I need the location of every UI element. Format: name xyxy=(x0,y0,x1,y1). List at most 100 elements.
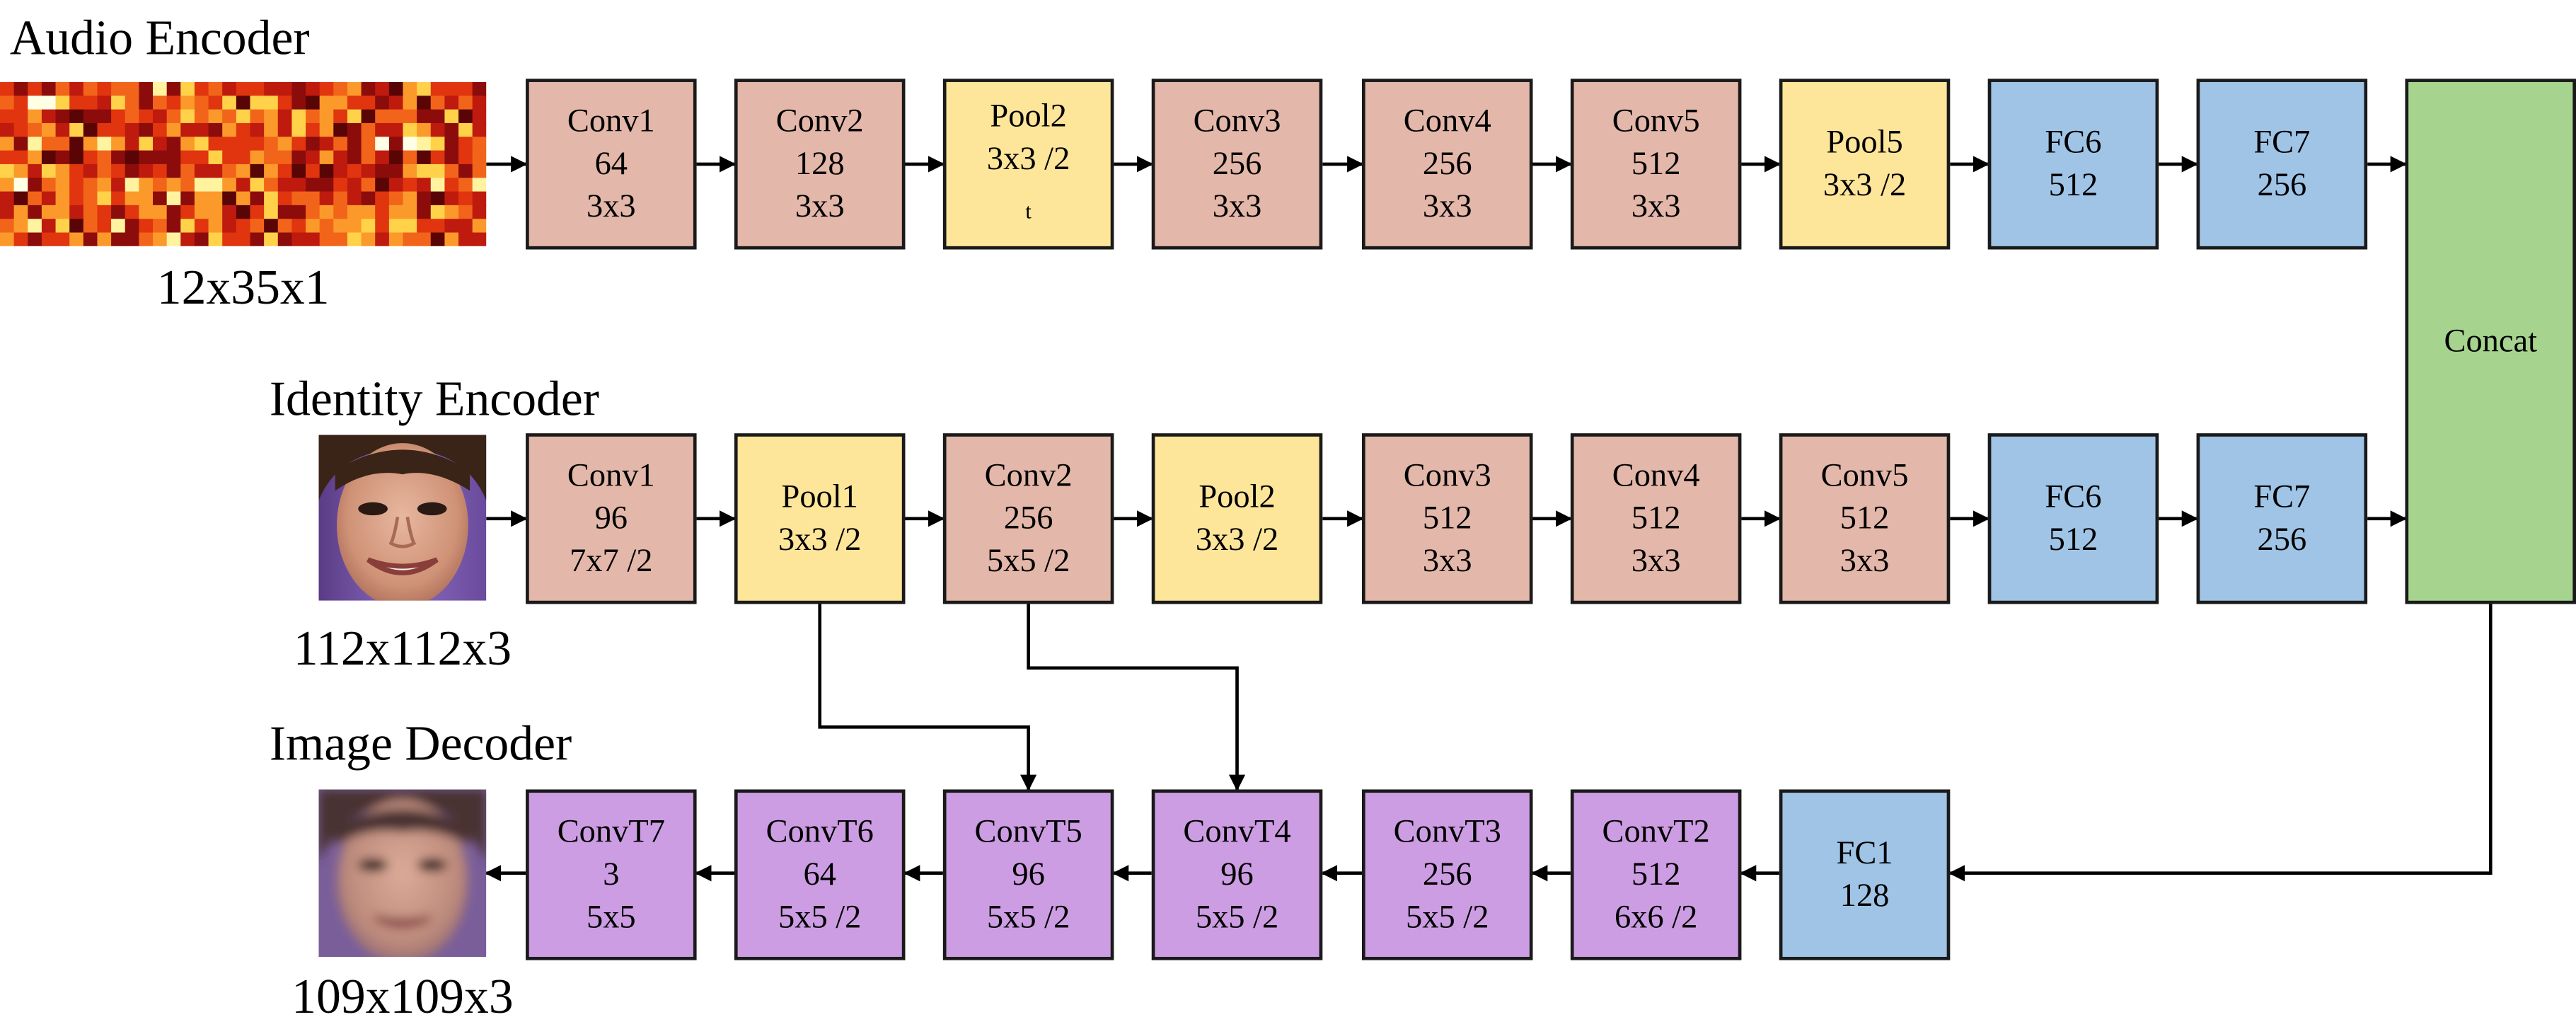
identity-encoder-title: Identity Encoder xyxy=(269,372,600,427)
spectrogram-cell xyxy=(125,150,140,166)
spectrogram-cell xyxy=(306,150,321,166)
spectrogram-cell xyxy=(277,219,293,234)
identity-conv5-filters: 512 xyxy=(1839,500,1890,537)
spectrogram-cell xyxy=(55,191,71,207)
spectrogram-cell xyxy=(472,150,487,166)
spectrogram-cell xyxy=(472,232,487,246)
spectrogram-cell xyxy=(333,137,349,151)
audio-conv2-filters: 128 xyxy=(795,146,845,183)
spectrogram-cell xyxy=(208,191,224,207)
spectrogram-cell xyxy=(319,81,335,97)
spectrogram-cell xyxy=(194,232,209,246)
spectrogram-cell xyxy=(139,122,154,138)
spectrogram-cell xyxy=(83,191,98,207)
spectrogram-cell xyxy=(28,150,43,166)
spectrogram-cell xyxy=(375,137,391,151)
output-dimensions: 109x109x3 xyxy=(291,970,514,1025)
spectrogram-cell xyxy=(264,205,279,220)
audio-fc6-name: FC6 xyxy=(2045,125,2102,161)
spectrogram-cell xyxy=(13,137,29,151)
spectrogram-cell xyxy=(375,205,391,220)
spectrogram-cell xyxy=(430,163,446,179)
identity-pool2-name: Pool2 xyxy=(1199,479,1276,516)
decoder-convt7-block: ConvT7 3 5x5 xyxy=(526,789,697,960)
spectrogram-cell xyxy=(125,178,140,193)
arrow-skip-pool1-to-convt5 xyxy=(818,604,1037,791)
identity-face-image xyxy=(318,435,487,601)
identity-pool2-block: Pool2 3x3 /2 xyxy=(1151,433,1323,604)
spectrogram-cell xyxy=(180,232,196,246)
spectrogram-cell xyxy=(291,81,307,97)
identity-pool1-name: Pool1 xyxy=(781,479,858,516)
spectrogram-cell xyxy=(69,122,85,138)
spectrogram-cell xyxy=(291,96,307,110)
spectrogram-cell xyxy=(83,178,98,193)
spectrogram-cell xyxy=(208,163,224,179)
spectrogram-cell xyxy=(306,191,321,207)
audio-conv1-block: Conv1 64 3x3 xyxy=(526,79,697,250)
spectrogram-cell xyxy=(361,137,376,151)
spectrogram-cell xyxy=(444,163,460,179)
spectrogram-cell xyxy=(291,122,307,138)
spectrogram-cell xyxy=(69,96,85,110)
spectrogram-cell xyxy=(236,232,251,246)
spectrogram-cell xyxy=(139,219,154,234)
spectrogram-cell xyxy=(277,163,293,179)
spectrogram-cell xyxy=(97,122,112,138)
spectrogram-cell xyxy=(403,205,418,220)
identity-fc6-units: 512 xyxy=(2048,522,2098,558)
spectrogram-cell xyxy=(41,122,57,138)
spectrogram-cell xyxy=(208,205,224,220)
spectrogram-cell xyxy=(236,178,251,193)
spectrogram-cell xyxy=(458,178,474,193)
audio-conv5-filters: 512 xyxy=(1631,146,1681,183)
spectrogram-cell xyxy=(55,109,71,125)
audio-pool5-name: Pool5 xyxy=(1826,125,1903,161)
spectrogram-cell xyxy=(333,232,349,246)
spectrogram-cell xyxy=(458,232,474,246)
spectrogram-cell xyxy=(403,81,418,97)
spectrogram-cell xyxy=(236,122,251,138)
spectrogram-cell xyxy=(83,219,98,234)
spectrogram-cell xyxy=(361,81,376,97)
spectrogram-cell xyxy=(69,163,85,179)
spectrogram-cell xyxy=(180,122,196,138)
spectrogram-cell xyxy=(111,232,127,246)
spectrogram-cell xyxy=(97,191,112,207)
spectrogram-cell xyxy=(277,109,293,125)
spectrogram-cell xyxy=(291,109,307,125)
spectrogram-cell xyxy=(208,109,224,125)
spectrogram-cell xyxy=(125,205,140,220)
spectrogram-cell xyxy=(194,137,209,151)
spectrogram-cell xyxy=(430,232,446,246)
spectrogram-cell xyxy=(306,232,321,246)
spectrogram-cell xyxy=(13,96,29,110)
spectrogram-cell xyxy=(41,150,57,166)
spectrogram-cell xyxy=(458,81,474,97)
decoder-convt2-block: ConvT2 512 6x6 /2 xyxy=(1570,789,1742,960)
spectrogram-cell xyxy=(0,150,16,166)
spectrogram-cell xyxy=(388,232,404,246)
spectrogram-cell xyxy=(347,232,362,246)
spectrogram-cell xyxy=(277,150,293,166)
spectrogram-cell xyxy=(166,122,182,138)
spectrogram-cell xyxy=(83,81,98,97)
spectrogram-cell xyxy=(375,109,391,125)
spectrogram-cell xyxy=(194,205,209,220)
spectrogram-cell xyxy=(319,150,335,166)
spectrogram-cell xyxy=(180,150,196,166)
spectrogram-cell xyxy=(125,191,140,207)
spectrogram-cell xyxy=(319,219,335,234)
decoder-convt3-name: ConvT3 xyxy=(1393,814,1501,851)
spectrogram-cell xyxy=(208,96,224,110)
spectrogram-cell xyxy=(417,163,432,179)
spectrogram-cell xyxy=(403,163,418,179)
audio-conv3-block: Conv3 256 3x3 xyxy=(1151,79,1323,250)
spectrogram-cell xyxy=(55,205,71,220)
spectrogram-cell xyxy=(97,109,112,125)
spectrogram-cell xyxy=(83,232,98,246)
spectrogram-cell xyxy=(264,109,279,125)
spectrogram-cell xyxy=(194,96,209,110)
audio-spectrogram-input xyxy=(0,81,487,246)
spectrogram-cell xyxy=(41,96,57,110)
